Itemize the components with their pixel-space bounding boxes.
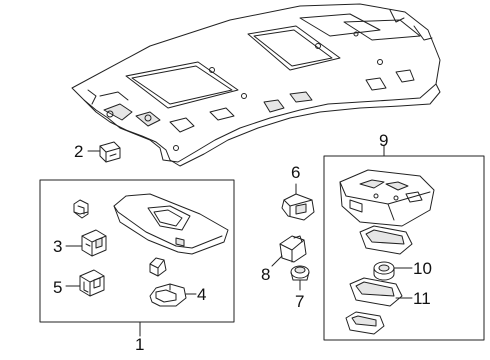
overhead-console [339, 169, 435, 227]
leader-line-8 [271, 255, 283, 267]
visor-clip-right [149, 257, 167, 277]
callout-11: 11 [413, 289, 431, 308]
group-box-1 [39, 179, 235, 323]
visor-clip-small [73, 199, 89, 219]
lens-part-11 [349, 277, 403, 307]
callout-10: 10 [413, 259, 432, 278]
hook-part-4 [149, 283, 187, 307]
holder-part-3 [81, 229, 107, 257]
console-lens [359, 225, 413, 255]
callout-2: 2 [74, 142, 84, 161]
console-clip [345, 311, 385, 335]
callout-3: 3 [53, 237, 63, 256]
callout-6: 6 [291, 163, 301, 182]
callout-9: 9 [379, 131, 389, 150]
holder-part-5 [79, 269, 105, 297]
callout-1: 1 [135, 335, 145, 354]
socket-part-8 [279, 235, 307, 263]
callout-7: 7 [295, 292, 305, 311]
ring-part-10 [373, 261, 395, 281]
group-box-9 [323, 155, 485, 341]
callout-5: 5 [53, 278, 63, 297]
sunvisor-part [113, 193, 229, 255]
cap-part-7 [290, 265, 310, 281]
headliner-part [71, 3, 441, 167]
lamp-part-6 [281, 193, 315, 221]
clip-part-2 [99, 141, 121, 163]
callout-8: 8 [261, 265, 271, 284]
callout-4: 4 [197, 285, 207, 304]
